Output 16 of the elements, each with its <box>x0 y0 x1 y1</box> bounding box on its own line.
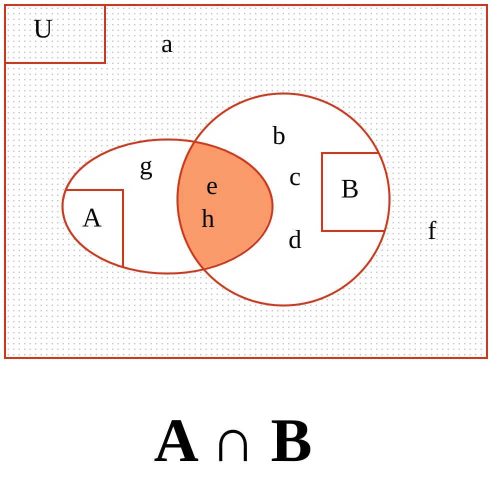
element-label: c <box>289 164 301 190</box>
element-label: d <box>288 226 302 252</box>
element-label: f <box>428 218 436 244</box>
element-label: b <box>272 122 286 148</box>
set-name-tab: U <box>6 6 107 65</box>
set-name-tab: B <box>321 152 386 232</box>
intersection-region <box>177 141 272 269</box>
set-circle <box>176 92 390 306</box>
element-label: e <box>206 172 218 198</box>
element-label: a <box>161 31 173 57</box>
element-label: g <box>140 152 152 178</box>
set-ellipse <box>60 138 274 274</box>
set-name-tab: A <box>63 189 124 268</box>
element-label: h <box>202 206 214 232</box>
universe-rectangle <box>4 4 488 359</box>
caption: A ∩ B <box>154 410 312 472</box>
